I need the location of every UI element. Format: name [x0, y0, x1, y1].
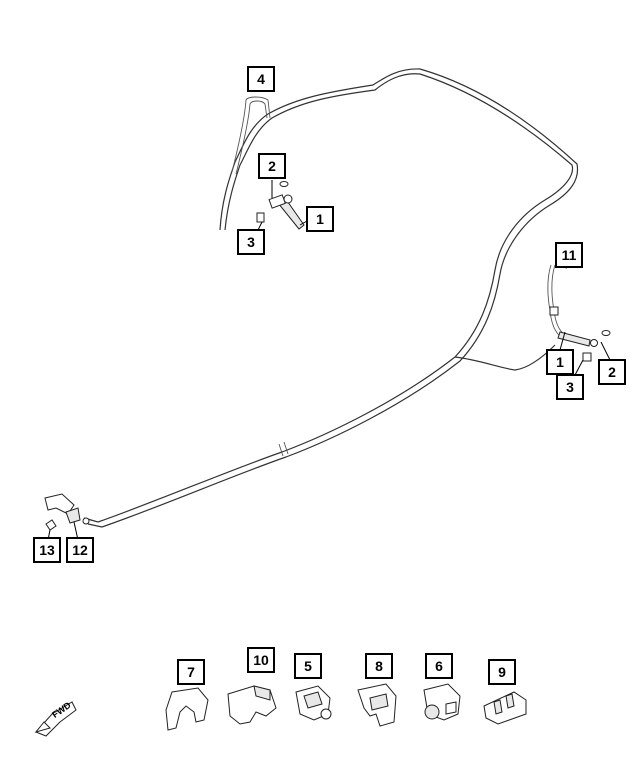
callout-12: 12	[66, 537, 94, 563]
part-9-group: 9	[483, 659, 527, 725]
callout-8-label: 8	[375, 658, 383, 674]
callout-7-label: 7	[187, 664, 195, 680]
front-banjo-bolt	[256, 212, 265, 223]
callout-2-front: 2	[258, 153, 286, 179]
push-clip	[45, 519, 57, 531]
part-8-group: 8	[357, 653, 397, 727]
rear-tube-nut	[82, 517, 90, 525]
rear-branch-tube	[454, 344, 556, 371]
callout-13-label: 13	[39, 542, 55, 558]
rear-brake-hose	[557, 331, 591, 347]
callout-1-front: 1	[306, 206, 334, 232]
main-brake-tube-2	[101, 68, 579, 528]
callout-10-label: 10	[253, 652, 269, 668]
clip-5-stud	[320, 708, 332, 720]
callout-3-front-label: 3	[247, 234, 255, 250]
callout-3-rear: 3	[556, 374, 584, 400]
tube-break-mark	[278, 441, 289, 457]
rear-clip-group	[44, 493, 81, 541]
callout-11: 11	[555, 242, 583, 268]
part-7-group: 7	[165, 659, 209, 731]
rear-banjo-bolt	[582, 352, 592, 362]
callout-5-label: 5	[304, 658, 312, 674]
rear-washer	[601, 330, 611, 336]
callout-2-rear: 2	[598, 359, 626, 385]
callout-1-rear-label: 1	[556, 354, 564, 370]
callout-4: 4	[247, 66, 275, 92]
callout-4-label: 4	[257, 71, 265, 87]
rear-brake-hose-group	[547, 264, 611, 376]
part-6-group: 6	[423, 653, 461, 721]
callout-13: 13	[33, 537, 61, 563]
front-upper-tube	[231, 96, 271, 173]
callout-1-front-label: 1	[316, 211, 324, 227]
clip-7	[165, 687, 209, 731]
callout-3-rear-label: 3	[566, 379, 574, 395]
forward-direction-arrow-icon: FWD	[34, 700, 77, 737]
callout-11-label: 11	[562, 247, 577, 263]
callout-9-label: 9	[498, 664, 506, 680]
callout-3-front: 3	[237, 229, 265, 255]
front-washer	[279, 181, 289, 187]
callout-12-label: 12	[72, 542, 88, 558]
front-brake-hose-group	[256, 180, 308, 231]
callout-2-rear-label: 2	[608, 364, 616, 380]
callout-2-front-label: 2	[268, 158, 276, 174]
rear-hose-upper-tube	[551, 264, 566, 336]
clip-9	[483, 691, 527, 725]
rear-hose-upper-tube-2	[547, 264, 563, 339]
main-brake-tube	[97, 73, 574, 523]
rear-fitting-top	[549, 306, 559, 316]
brake-tube-assembly	[82, 68, 579, 528]
callout-6-label: 6	[435, 658, 443, 674]
callout-1-rear: 1	[546, 349, 574, 375]
part-5-group: 5	[294, 653, 332, 721]
front-upper-tube-2	[235, 100, 268, 175]
rear-bracket-clip	[65, 507, 81, 524]
rear-hose-end	[590, 339, 598, 347]
part-10-group: 10	[227, 647, 277, 725]
front-hose-end	[283, 194, 293, 204]
